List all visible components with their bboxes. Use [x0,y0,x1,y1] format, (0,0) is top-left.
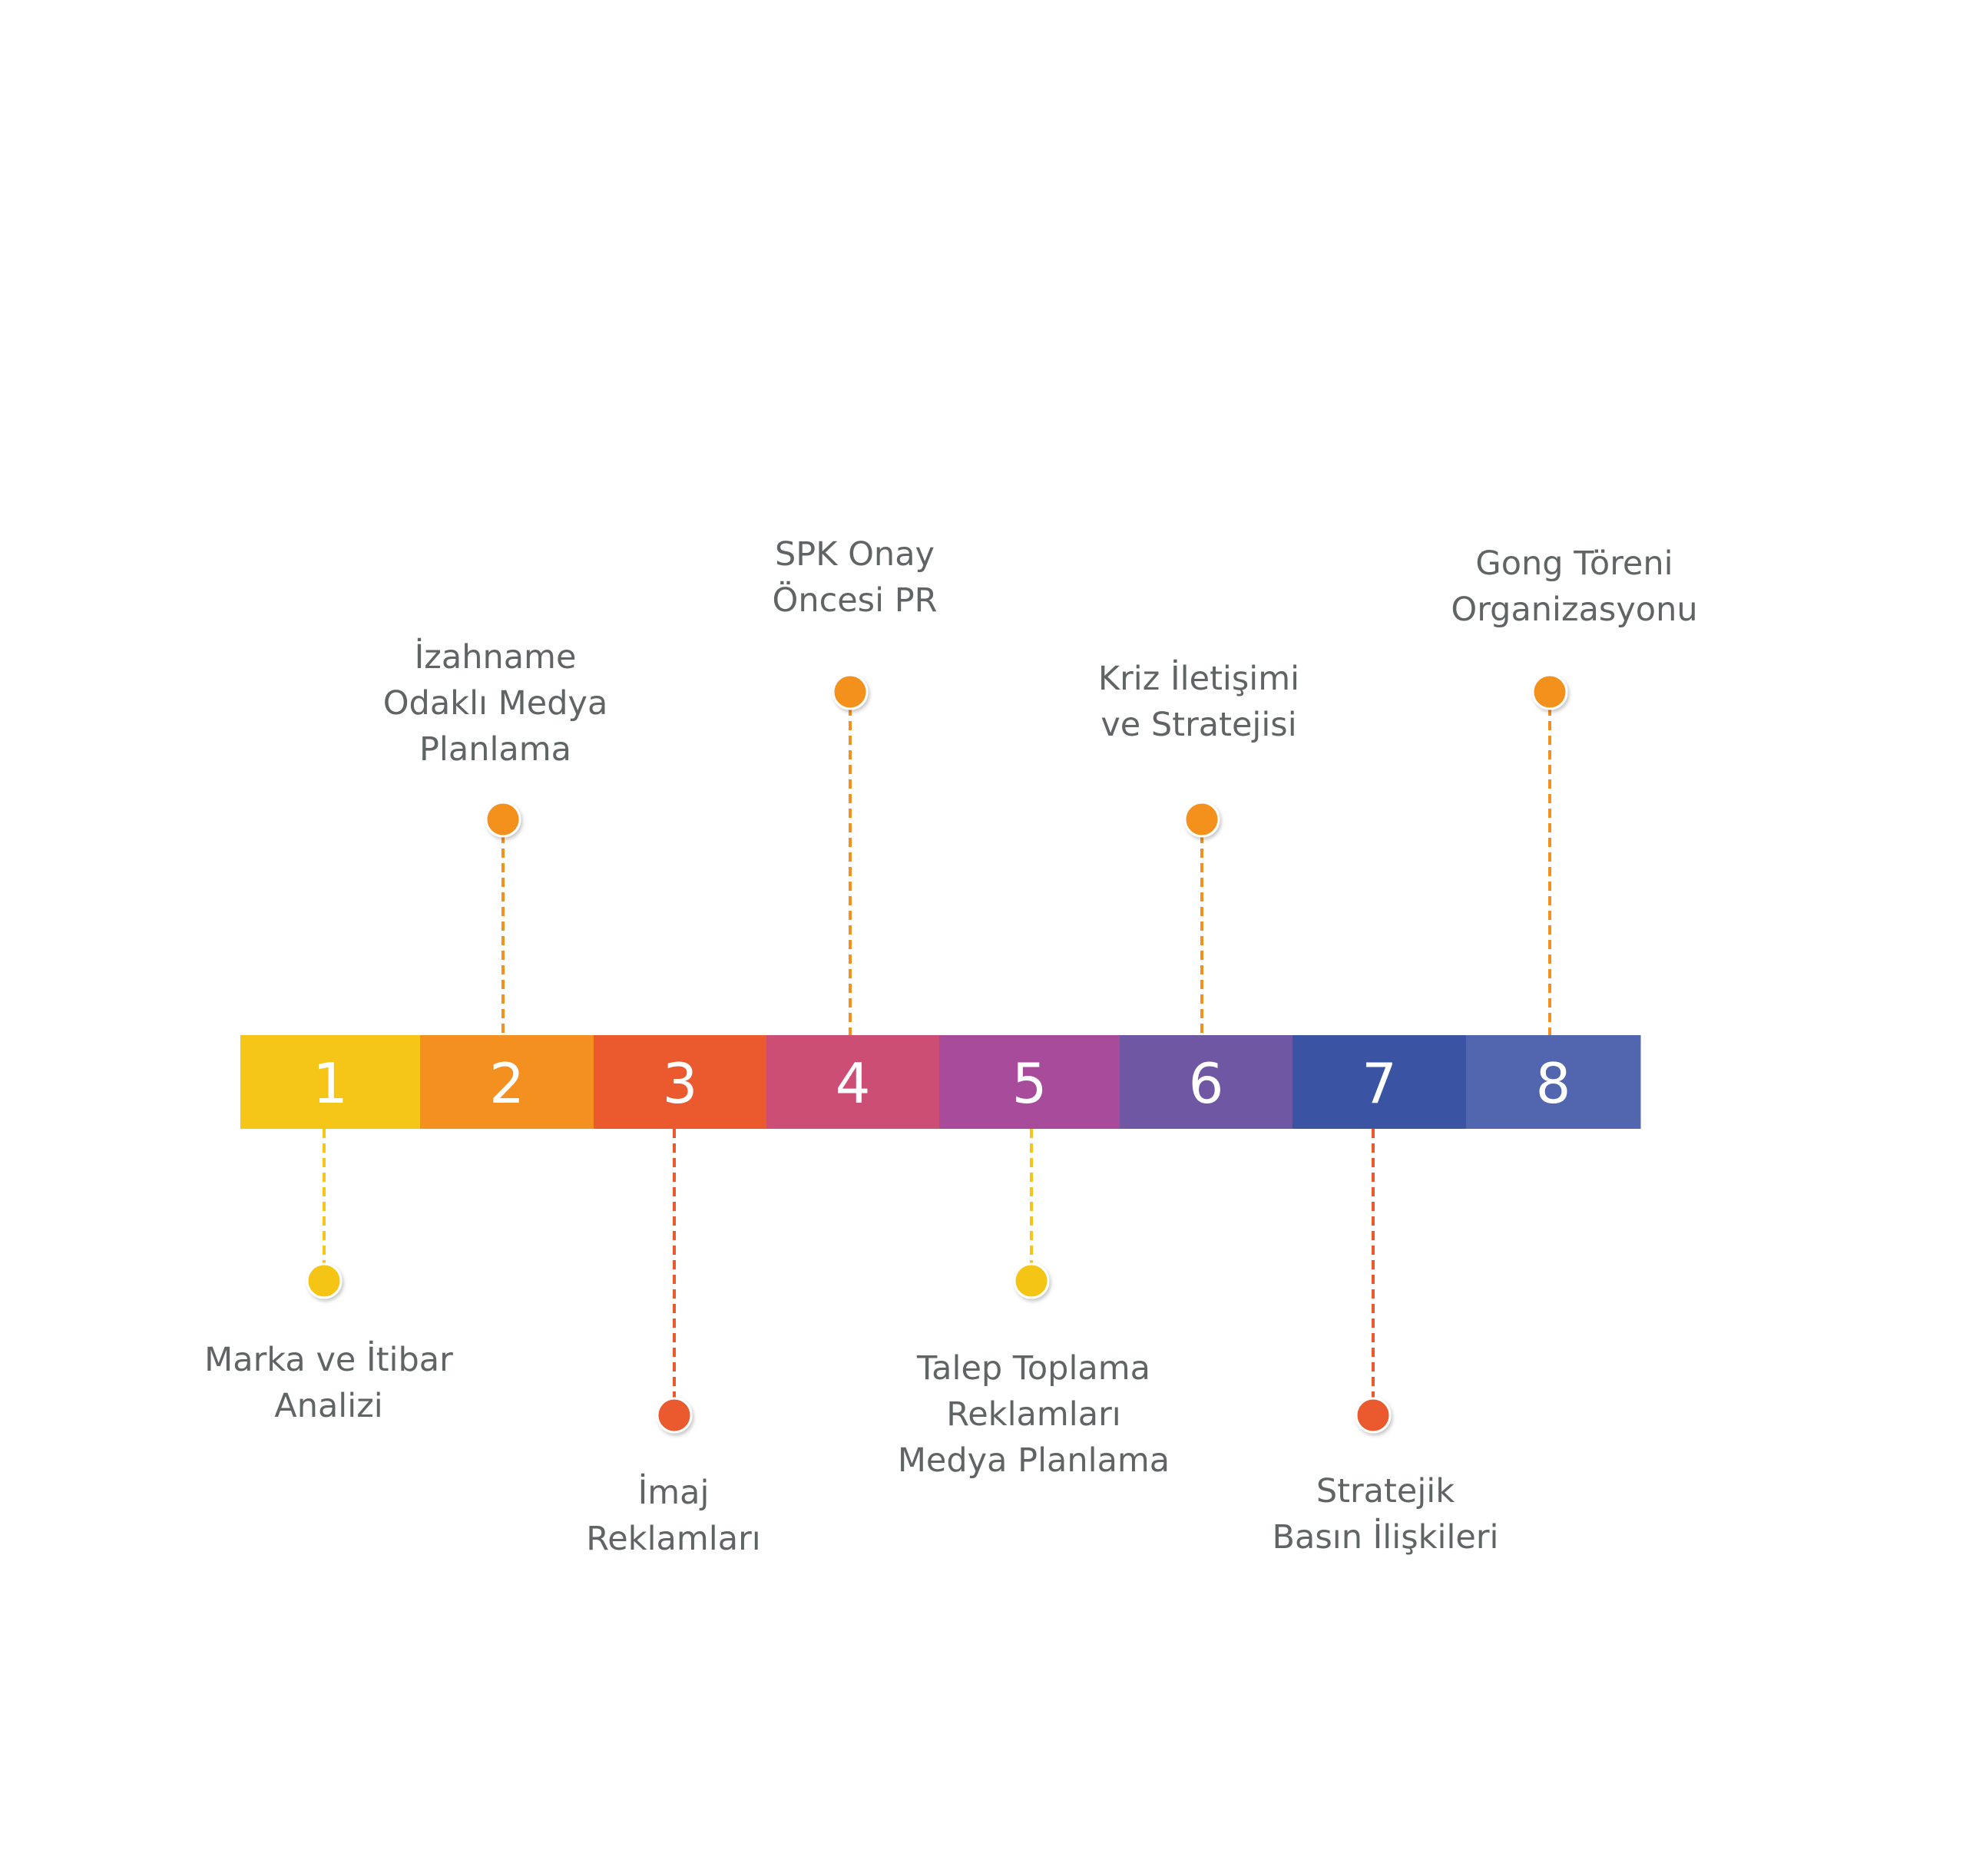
step-label-2-line-1: İzahname [415,637,577,677]
marker-dot-3 [656,1397,693,1434]
step-label-1-line-2: Analizi [274,1387,382,1425]
marker-dot-8 [1531,673,1568,710]
marker-dot-6 [1183,801,1220,838]
step-label-8-line-2: Organizasyonu [1451,591,1697,629]
step-number-6: 6 [1189,1051,1224,1116]
step-label-6-line-1: Kriz İletişimi [1098,659,1299,698]
step-number-1: 1 [313,1051,348,1116]
step-label-5-line-3: Medya Planlama [898,1441,1170,1480]
bar-segment-5 [939,1035,1120,1129]
marker-dot-4 [832,673,869,710]
step-number-7: 7 [1362,1051,1397,1116]
bar-segment-4 [766,1035,940,1129]
marker-group [306,673,1568,1434]
bar-segment-8 [1466,1035,1641,1129]
bar-segment-1 [240,1035,421,1129]
bar-segment-3 [594,1035,767,1129]
marker-dot-2 [485,801,521,838]
step-label-2-line-2: Odaklı Medya [383,684,608,723]
step-number-2: 2 [489,1051,525,1116]
marker-dot-1 [306,1262,343,1299]
step-label-3-line-1: İmaj [638,1473,710,1512]
bar-segment-6 [1120,1035,1293,1129]
step-label-5-line-2: Reklamları [946,1395,1120,1434]
step-label-7-line-2: Basın İlişkileri [1273,1517,1499,1557]
step-label-4-line-1: SPK Onay [775,535,935,574]
step-label-8-line-1: Gong Töreni [1475,544,1673,583]
bar-segment-7 [1292,1035,1467,1129]
marker-dot-7 [1355,1397,1392,1434]
step-label-7-line-1: Stratejik [1316,1472,1455,1510]
step-number-8: 8 [1536,1051,1571,1116]
step-label-4-line-2: Öncesi PR [772,581,937,620]
step-number-4: 4 [836,1051,871,1116]
step-number-3: 3 [663,1051,698,1116]
bar-segment-2 [420,1035,594,1129]
step-label-2-line-3: Planlama [419,730,571,769]
marker-dot-5 [1013,1262,1050,1299]
step-label-6-line-2: ve Stratejisi [1100,706,1296,744]
step-number-5: 5 [1012,1051,1048,1116]
step-label-6: Kriz İletişimi ve Stratejisi [1098,659,1299,744]
timeline-bar: 1 2 3 4 5 6 7 8 [240,1035,1641,1129]
step-label-1-line-1: Marka ve İtibar [204,1340,453,1379]
step-label-5-line-1: Talep Toplama [916,1349,1150,1388]
connector-group [323,692,1551,1415]
step-label-3-line-2: Reklamları [586,1520,760,1558]
